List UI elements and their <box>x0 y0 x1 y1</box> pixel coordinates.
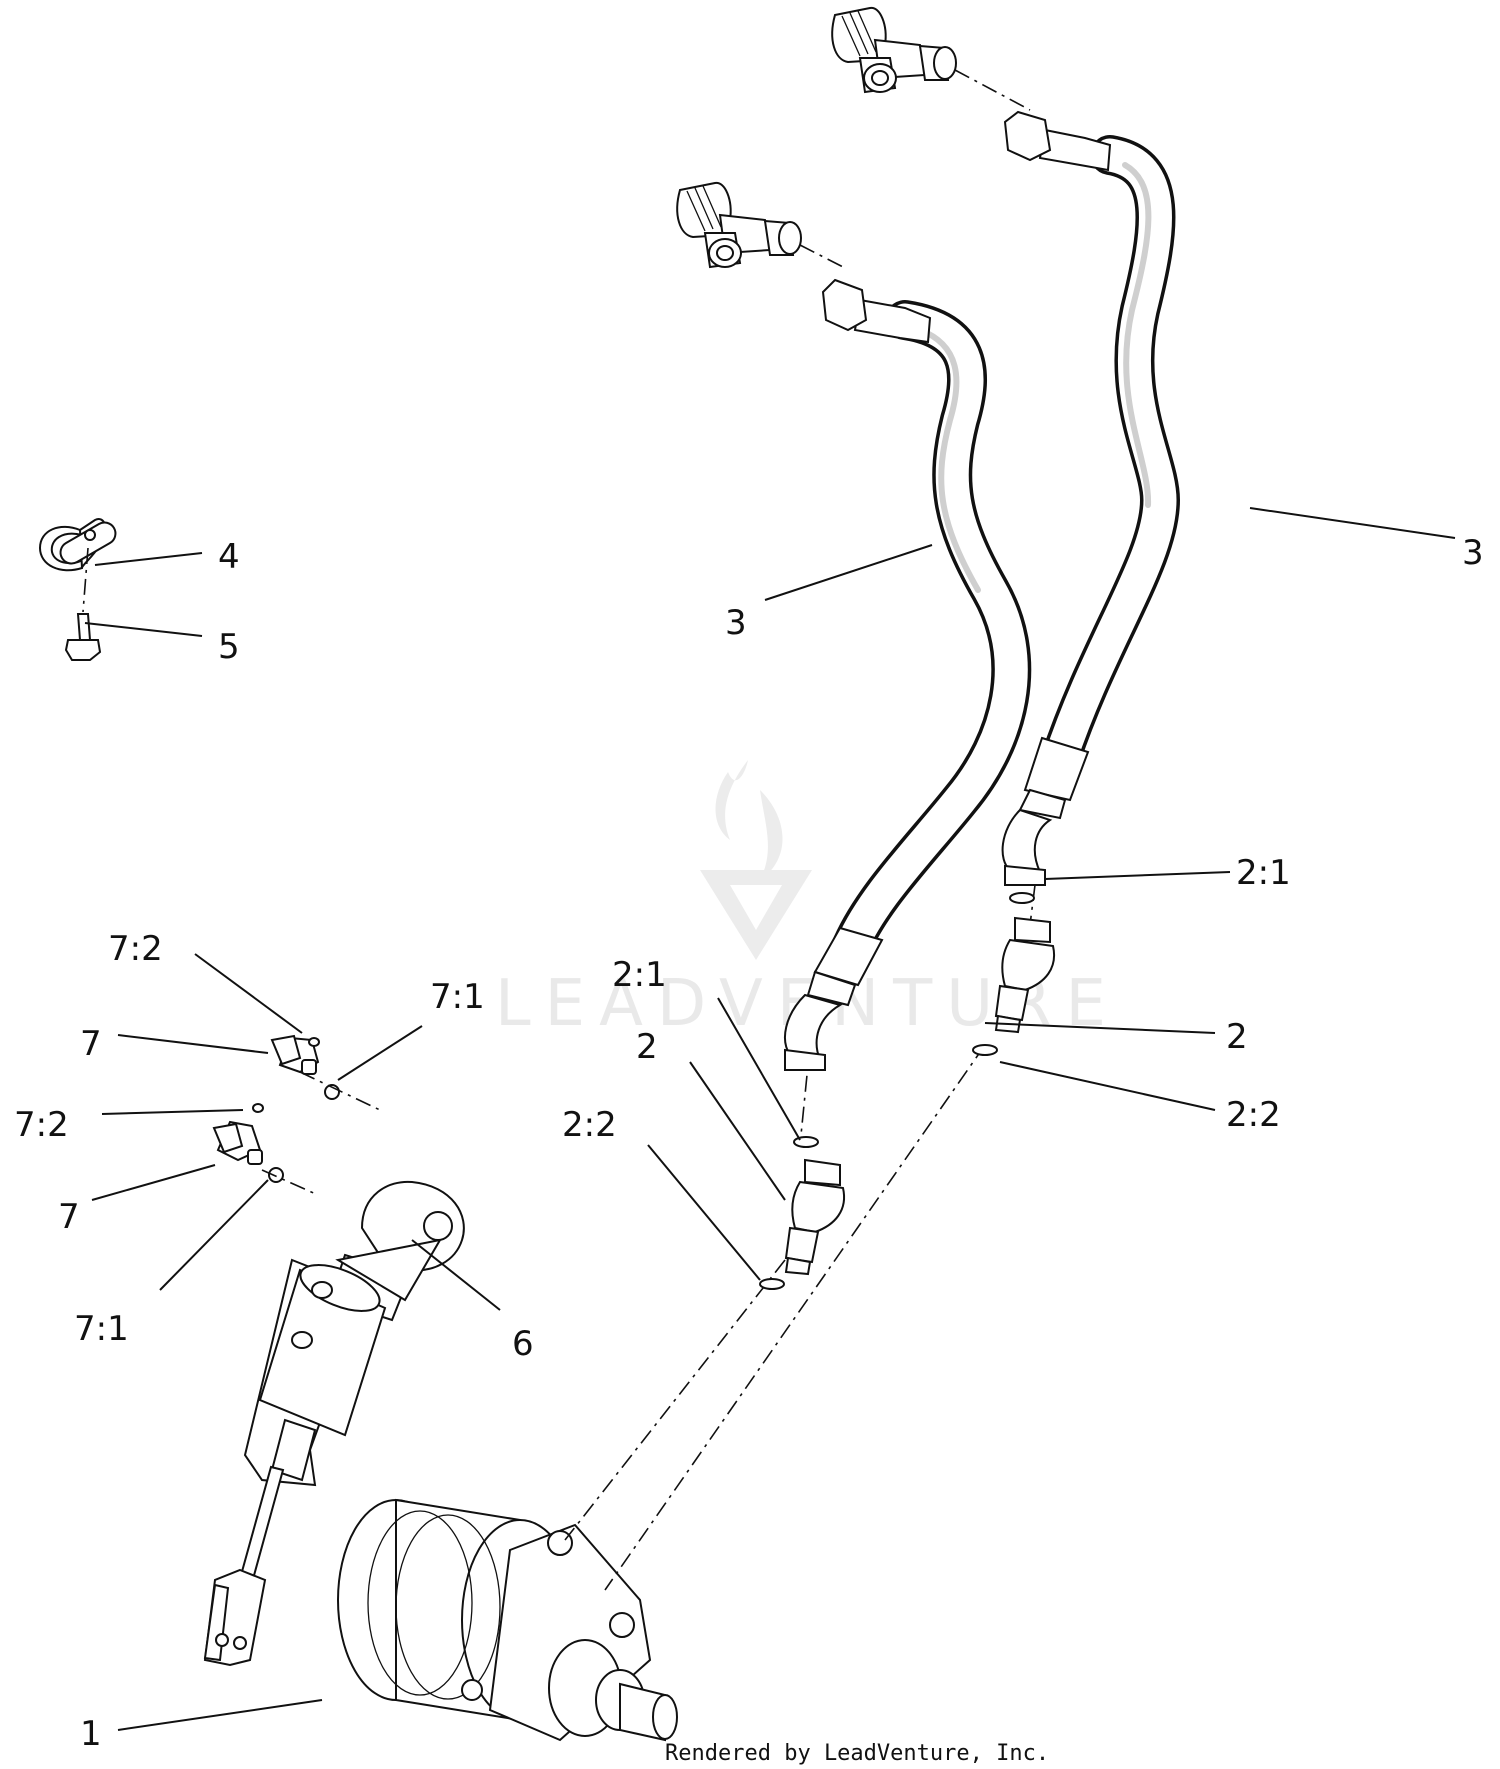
callout-2-right: 2 <box>1226 1017 1248 1057</box>
dash-motor-right <box>604 1044 986 1591</box>
callout-7-lower: 7 <box>58 1197 80 1237</box>
cylinder-fittings <box>212 1034 340 1183</box>
tee-fitting-upper <box>831 6 957 94</box>
callout-7-1-lower: 7:1 <box>74 1309 129 1349</box>
callout-7-2-lower: 7:2 <box>14 1105 69 1145</box>
wheel-motor <box>337 1498 678 1742</box>
callout-5: 5 <box>218 627 240 667</box>
hydraulic-cylinder <box>203 1180 465 1667</box>
v-logo-icon <box>700 870 812 960</box>
dash-upper-tee <box>954 69 1031 111</box>
callout-2-1-left: 2:1 <box>612 955 667 995</box>
flame-logo-icon <box>715 760 783 880</box>
adapter-fitting-right <box>972 892 1056 1056</box>
callout-7-2-upper: 7:2 <box>108 929 163 969</box>
adapter-fitting-left <box>759 1136 846 1290</box>
hydraulic-hose-left <box>784 278 1032 1071</box>
dash-fitting-lower <box>261 1169 319 1196</box>
dash-motor-left <box>564 1259 786 1541</box>
callout-7-upper: 7 <box>80 1024 102 1064</box>
callout-7-1-upper: 7:1 <box>430 977 485 1017</box>
callout-2-2-left: 2:2 <box>562 1105 617 1145</box>
callout-2-left: 2 <box>636 1027 658 1067</box>
tee-fitting-lower <box>676 181 802 269</box>
callout-6: 6 <box>512 1324 534 1364</box>
leader-lines <box>84 507 1456 1731</box>
callout-3-right: 3 <box>1462 533 1484 573</box>
callout-2-1-right: 2:1 <box>1236 853 1291 893</box>
callout-2-2-right: 2:2 <box>1226 1095 1281 1135</box>
callout-3-left: 3 <box>725 603 747 643</box>
callout-4: 4 <box>218 537 240 577</box>
dash-fitting-upper <box>299 1071 381 1111</box>
hydraulic-hose-right <box>1001 110 1180 886</box>
dash-right-hose <box>1029 884 1036 926</box>
dash-lower-tee <box>799 244 846 269</box>
rendered-by-footer: Rendered by LeadVenture, Inc. <box>665 1741 1049 1766</box>
callout-1: 1 <box>80 1714 102 1754</box>
hose-clamp <box>38 518 117 661</box>
